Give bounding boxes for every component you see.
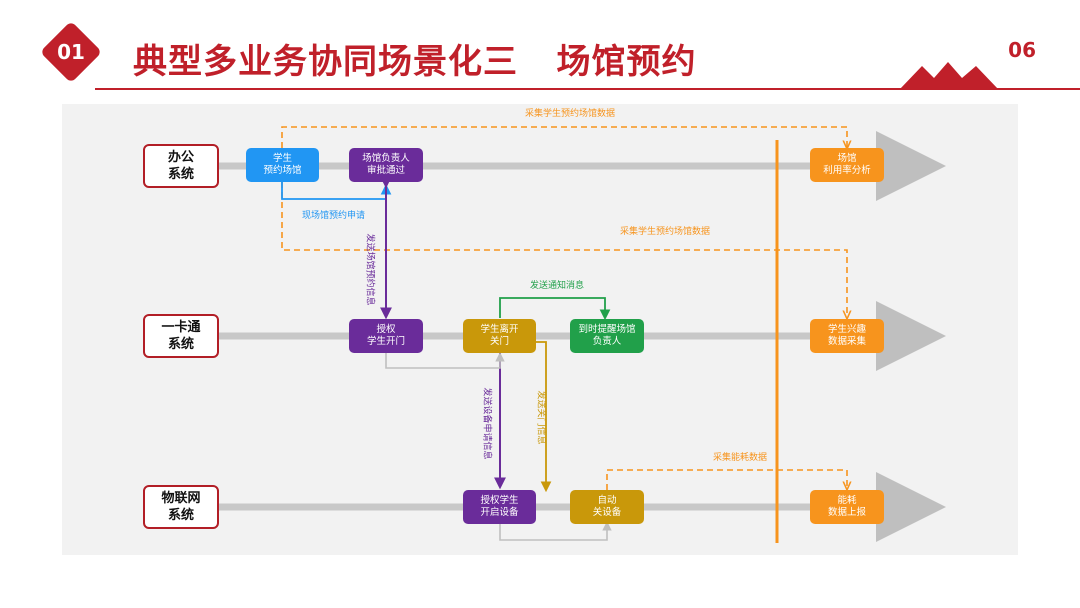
- node-manager-approve: 场馆负责人 审批通过: [349, 148, 423, 182]
- node-venue-usage: 场馆 利用率分析: [810, 148, 884, 182]
- label-collect-top: 采集学生预约场馆数据: [525, 109, 616, 119]
- page-title: 典型多业务协同场景化三 场馆预约: [133, 42, 697, 82]
- header-decoration: [95, 62, 1080, 90]
- node-interest-collect: 学生兴趣 数据采集: [810, 319, 884, 353]
- label-send-device-apply: 发送设备申请信息: [481, 387, 492, 460]
- node-auth-open: 授权 学生开门: [349, 319, 423, 353]
- label-collect-mid: 采集学生预约场馆数据: [620, 227, 711, 237]
- label-onsite-apply: 现场馆预约申请: [302, 211, 366, 221]
- page-number: 06: [1008, 38, 1036, 62]
- node-auto-close: 自动 关设备: [570, 490, 644, 524]
- system-iot: 物联网 系统: [143, 485, 219, 529]
- label-send-venue-reserve: 发送场馆预约信息: [364, 233, 375, 306]
- system-office: 办公 系统: [143, 144, 219, 188]
- system-card: 一卡通 系统: [143, 314, 219, 358]
- label-send-notice: 发送通知消息: [530, 281, 585, 291]
- node-remind-manager: 到时提醒场馆 负责人: [570, 319, 644, 353]
- section-badge-icon: [42, 23, 100, 81]
- node-auth-device: 授权学生 开启设备: [463, 490, 536, 524]
- node-student-leave: 学生离开 关门: [463, 319, 536, 353]
- section-number: 01: [57, 40, 85, 64]
- label-collect-energy: 采集能耗数据: [713, 453, 768, 463]
- node-energy-report: 能耗 数据上报: [810, 490, 884, 524]
- label-send-close-info: 发送关门信息: [535, 390, 546, 445]
- node-student-reserve: 学生 预约场馆: [246, 148, 319, 182]
